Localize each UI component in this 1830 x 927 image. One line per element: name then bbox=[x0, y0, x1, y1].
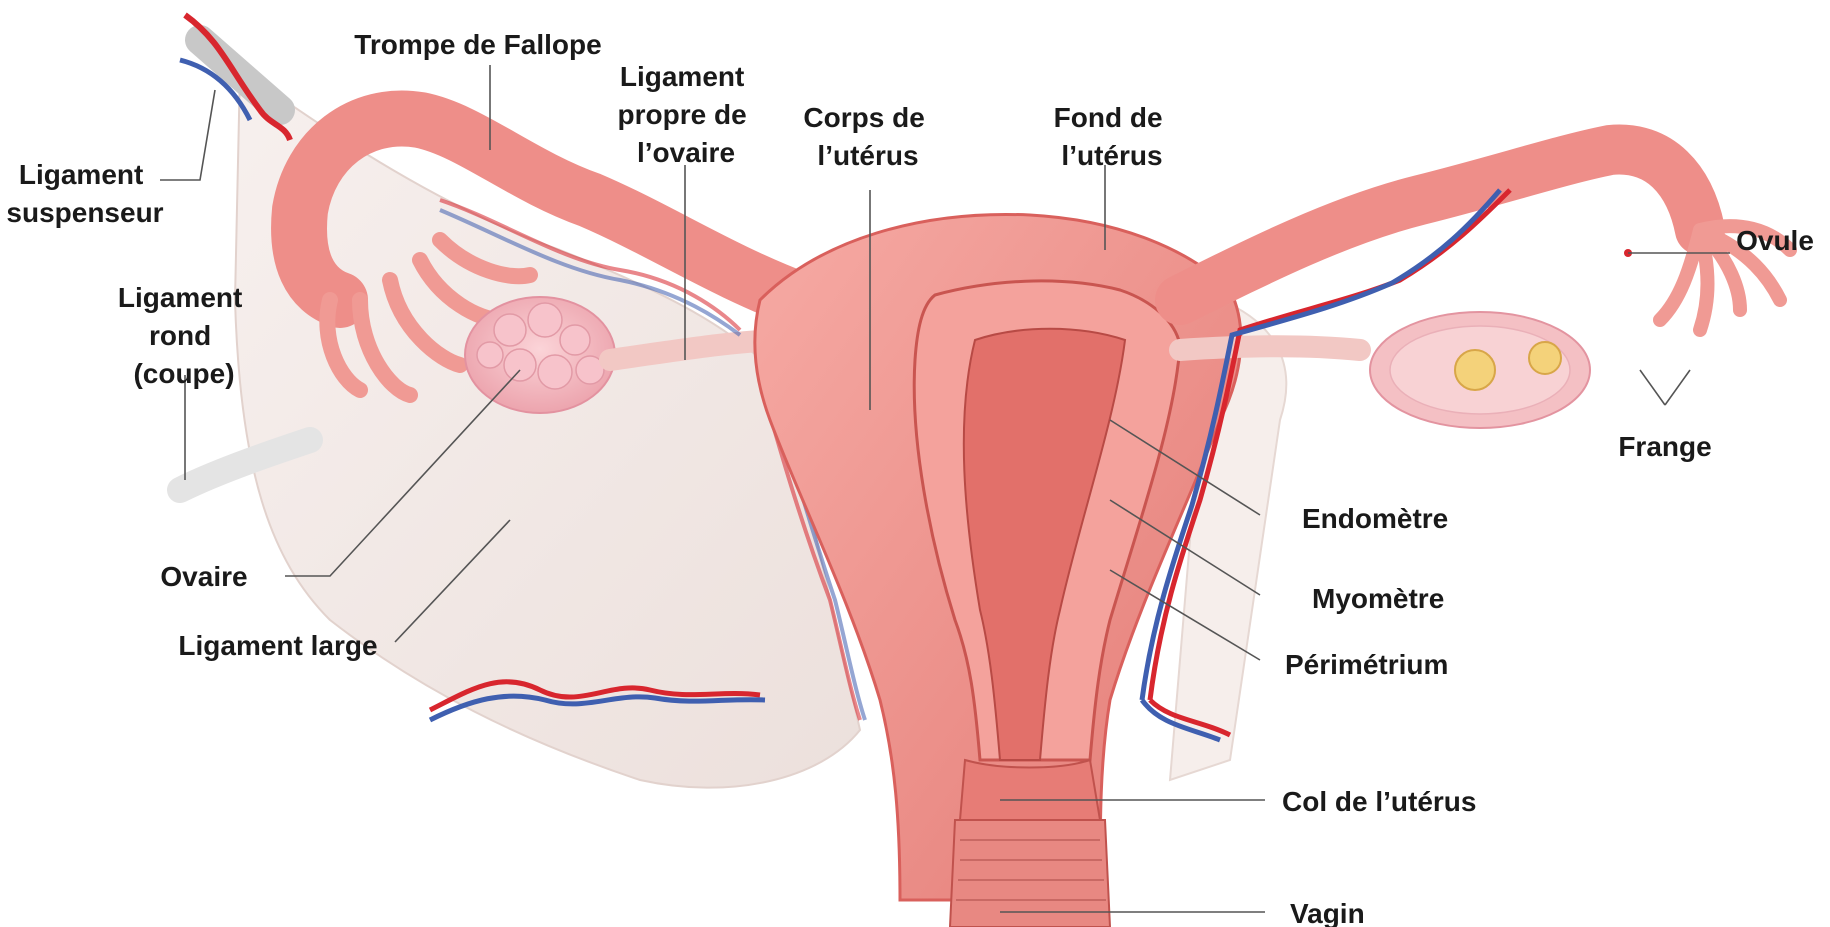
label-endometrium: Endomètre bbox=[1302, 503, 1448, 534]
label-cervix: Col de l’utérus bbox=[1282, 786, 1476, 817]
right-ovarian-ligament bbox=[1180, 346, 1360, 350]
label-myometrium: Myomètre bbox=[1312, 583, 1444, 614]
cervix bbox=[960, 760, 1100, 828]
label-vagina: Vagin bbox=[1290, 898, 1365, 927]
right-fallopian-tube bbox=[1180, 150, 1790, 330]
label-round-ligament: Ligament rond (coupe) bbox=[118, 282, 250, 389]
label-broad-ligament: Ligament large bbox=[178, 630, 377, 661]
label-uterine-fundus: Fond de l’utérus bbox=[1054, 102, 1171, 171]
label-suspensory-ligament: Ligament suspenseur bbox=[6, 159, 163, 228]
label-ovary: Ovaire bbox=[160, 561, 247, 592]
label-fallopian-tube: Trompe de Fallope bbox=[354, 29, 601, 60]
label-uterine-body: Corps de l’utérus bbox=[803, 102, 932, 171]
suspensory-ligament-vessels bbox=[180, 15, 290, 140]
label-fimbriae: Frange bbox=[1618, 431, 1711, 462]
label-ovarian-ligament: Ligament propre de l’ovaire bbox=[618, 61, 755, 168]
label-perimetrium: Périmétrium bbox=[1285, 649, 1448, 680]
label-ovum: Ovule bbox=[1736, 225, 1814, 256]
right-ovary-section bbox=[1370, 312, 1590, 428]
vaginal-canal bbox=[950, 820, 1110, 927]
